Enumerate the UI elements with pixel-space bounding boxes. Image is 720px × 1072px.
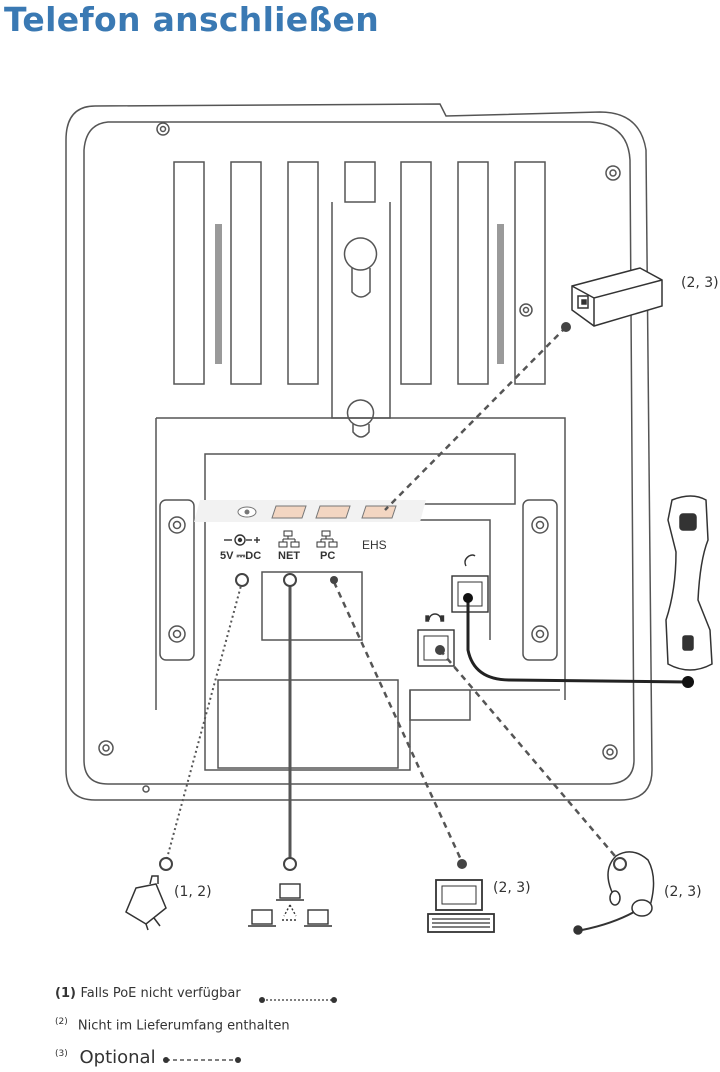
legend-line-samples <box>163 997 337 1063</box>
power-adapter-label: (1, 2) <box>174 884 212 900</box>
pc-port-icon <box>316 530 338 548</box>
legend-number-1: (1) <box>55 986 76 1001</box>
handset-jack <box>451 554 489 613</box>
phone-back <box>65 103 653 801</box>
headset-label: (2, 3) <box>664 884 702 900</box>
net-port-icon <box>278 530 300 548</box>
port-label-ehs: EHS <box>362 538 387 552</box>
cables <box>165 326 689 863</box>
legend-item-1: (1) Falls PoE nicht verfügbar <box>55 986 241 1001</box>
ehs-adapter-icon <box>571 267 663 327</box>
legend-item-3: (3) Optional <box>55 1047 156 1068</box>
legend-text-2: Nicht im Lieferumfang enthalten <box>77 1018 290 1034</box>
rail-right <box>497 224 504 364</box>
computer-icon <box>427 879 495 933</box>
rail-left <box>215 224 222 364</box>
connection-nodes <box>159 322 694 871</box>
legend-item-2: (2) Nicht im Lieferumfang enthalten <box>55 1017 290 1033</box>
dc-symbol <box>224 534 260 546</box>
computer-label: (2, 3) <box>493 880 531 896</box>
legend-text-3: Optional <box>79 1047 156 1068</box>
page-title: Telefon anschließen <box>4 0 379 39</box>
headset-icon <box>573 851 655 935</box>
legend-text-1: Falls PoE nicht verfügbar <box>80 986 241 1001</box>
ehs-adapter-label: (2, 3) <box>681 275 719 291</box>
port-label-net: NET <box>278 550 300 562</box>
port-label-power: 5V ⎓DC <box>220 550 261 562</box>
legend-number-3: (3) <box>55 1049 68 1059</box>
network-icon <box>248 883 332 927</box>
handset-icon <box>665 495 713 671</box>
legend-number-2: (2) <box>55 1017 68 1027</box>
port-label-pc: PC <box>320 550 335 562</box>
headset-jack <box>417 613 455 667</box>
power-adapter-icon <box>125 875 167 931</box>
